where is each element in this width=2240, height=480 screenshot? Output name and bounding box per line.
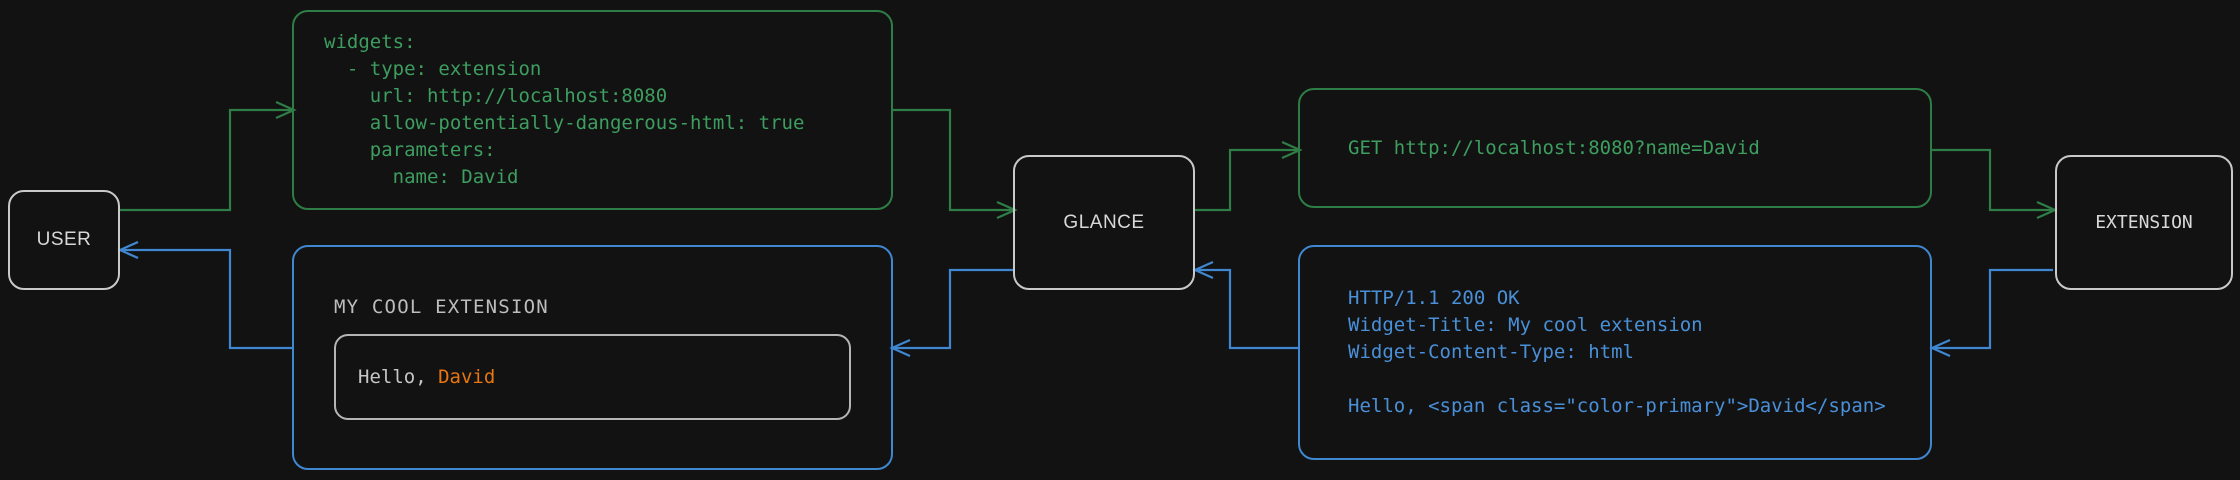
wire-request-to-extension <box>1932 148 2053 212</box>
node-user-label: USER <box>36 229 92 250</box>
wire-extension-to-response <box>1934 268 2053 350</box>
widget-greeting-name: David <box>438 365 496 388</box>
arrowhead-extension-in <box>2036 200 2058 220</box>
wire-glance-to-widget <box>894 268 1013 350</box>
widget-preview-card: MY COOL EXTENSION Hello, David <box>292 245 893 470</box>
arrowhead-response-in <box>1929 338 1951 358</box>
wire-response-to-glance <box>1197 268 1298 350</box>
widget-preview-title: MY COOL EXTENSION <box>334 295 549 318</box>
message-http-request: GET http://localhost:8080?name=David <box>1298 88 1932 208</box>
wire-config-to-glance <box>893 108 1013 212</box>
widget-preview-body: Hello, David <box>334 333 851 420</box>
wire-glance-to-request <box>1195 148 1298 212</box>
node-glance[interactable]: GLANCE <box>1013 155 1195 290</box>
http-response-text: HTTP/1.1 200 OK Widget-Title: My cool ex… <box>1348 287 1886 417</box>
message-config-yaml: widgets: - type: extension url: http://l… <box>292 10 893 210</box>
widget-greeting-text: Hello, <box>358 365 439 388</box>
node-user[interactable]: USER <box>8 190 120 290</box>
message-http-response: HTTP/1.1 200 OK Widget-Title: My cool ex… <box>1298 245 1932 460</box>
http-request-text: GET http://localhost:8080?name=David <box>1348 136 1760 159</box>
arrowhead-glance-response-in <box>1192 260 1214 280</box>
config-yaml-text: widgets: - type: extension url: http://l… <box>324 31 805 188</box>
arrowhead-widget-in <box>889 338 911 358</box>
wire-widget-to-user <box>122 248 292 350</box>
wire-user-to-config <box>120 108 292 212</box>
arrowhead-user-in <box>117 240 139 260</box>
node-extension[interactable]: EXTENSION <box>2055 155 2233 290</box>
node-extension-label: EXTENSION <box>2095 212 2193 233</box>
node-glance-label: GLANCE <box>1063 211 1145 233</box>
